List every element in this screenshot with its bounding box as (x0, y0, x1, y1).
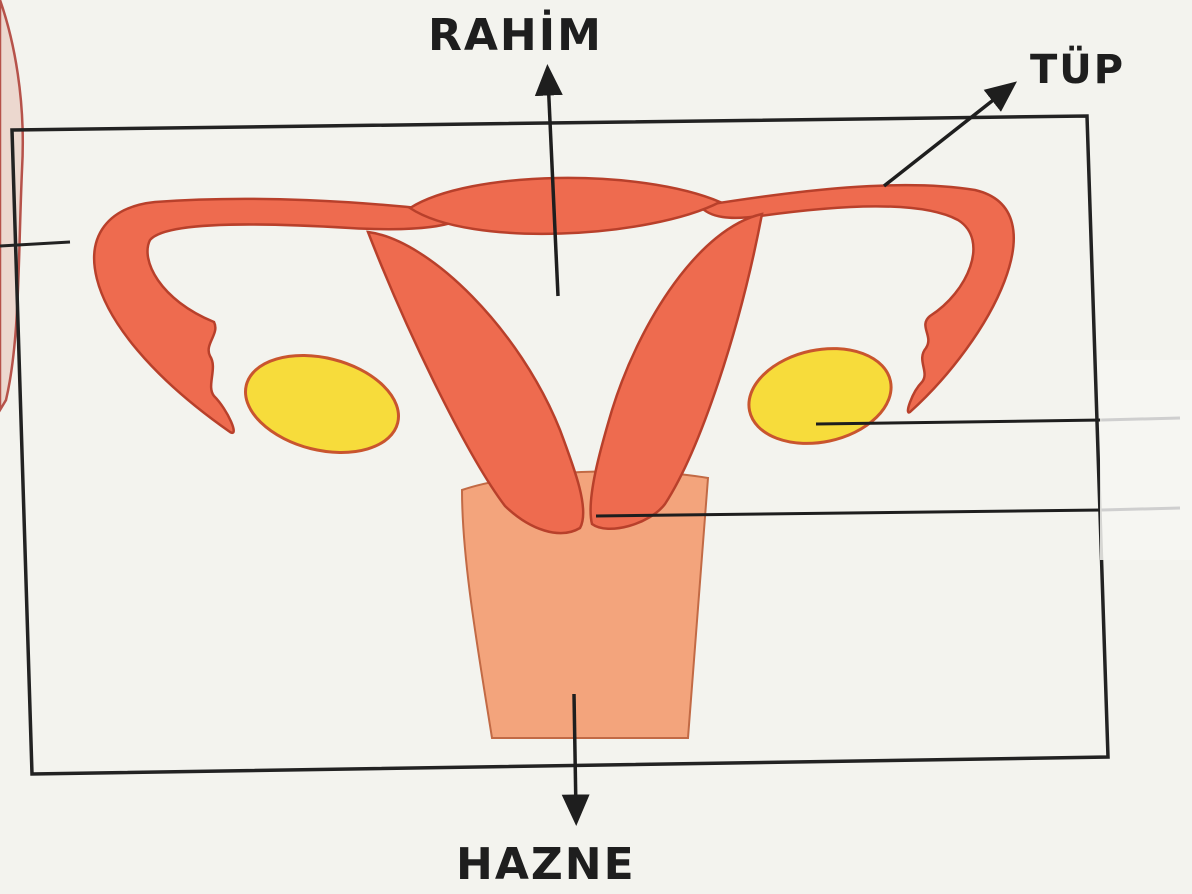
uterus-right-wall (591, 214, 762, 529)
vagina-label: HAZNE (456, 843, 636, 887)
vagina-shape (462, 471, 708, 738)
left-ovary (235, 340, 409, 467)
tube-label: TÜP (1030, 50, 1125, 90)
uterus-fundus (410, 178, 720, 234)
vagina-arrow (574, 694, 576, 812)
tube-arrow (884, 90, 1006, 186)
faded-cervix-pointer (1102, 508, 1180, 510)
uterus-label: RAHİM (428, 14, 603, 58)
faded-ovary-pointer (1102, 418, 1180, 420)
erased-label-area (1100, 360, 1192, 560)
right-ovary (740, 336, 900, 456)
